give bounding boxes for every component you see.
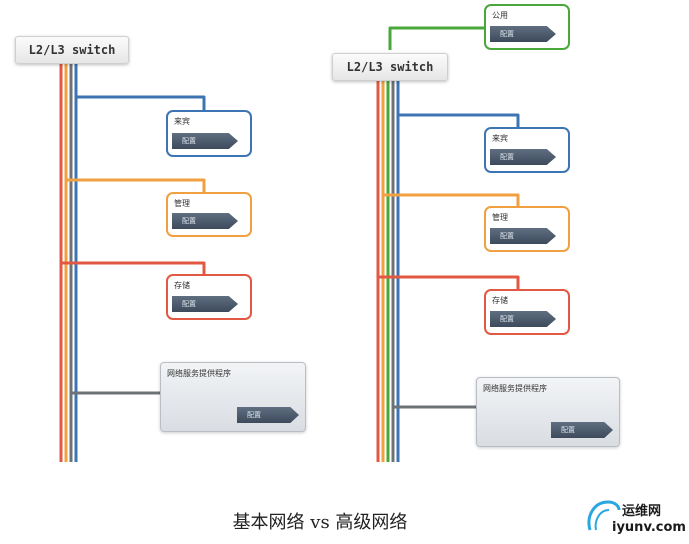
diagram-caption: 基本网络 vs 高级网络 xyxy=(232,512,408,533)
basic-network-management-configure-button[interactable]: 配置 xyxy=(172,213,238,229)
advanced-branch-public xyxy=(388,26,486,50)
basic-network-storage-configure-button[interactable]: 配置 xyxy=(172,296,238,312)
basic-network-storage-label: 存储 xyxy=(174,281,190,290)
advanced-trunk-lines xyxy=(376,80,400,462)
advanced-provider-configure-button[interactable]: 配置 xyxy=(551,422,613,438)
watermark-name: 运维网 xyxy=(622,504,662,519)
advanced-network-management[interactable]: 管理 配置 xyxy=(484,206,570,252)
basic-branch-lines xyxy=(61,95,206,395)
advanced-network-guest-configure-button[interactable]: 配置 xyxy=(490,149,556,165)
advanced-network-guest-label: 来宾 xyxy=(492,134,508,143)
watermark-logo: 运维网 iyunv.com xyxy=(582,496,686,540)
advanced-branch-guest xyxy=(398,113,520,129)
advanced-provider-label: 网络服务提供程序 xyxy=(483,384,547,393)
advanced-network-management-label: 管理 xyxy=(492,213,508,222)
advanced-network-public[interactable]: 公用 配置 xyxy=(484,4,570,50)
basic-branch-management xyxy=(66,178,206,194)
basic-network-guest-label: 来宾 xyxy=(174,117,190,126)
advanced-branch-storage xyxy=(378,275,520,291)
advanced-network-public-label: 公用 xyxy=(492,11,508,20)
advanced-switch: L2/L3 switch xyxy=(332,53,448,81)
advanced-network-storage-label: 存储 xyxy=(492,296,508,305)
basic-branch-guest xyxy=(76,95,206,112)
advanced-network-public-configure-button[interactable]: 配置 xyxy=(490,26,556,42)
basic-branch-storage xyxy=(61,261,206,276)
basic-network-management-label: 管理 xyxy=(174,199,190,208)
advanced-network-management-configure-button[interactable]: 配置 xyxy=(490,228,556,244)
basic-switch: L2/L3 switch xyxy=(15,36,129,64)
basic-network-guest[interactable]: 来宾 配置 xyxy=(166,110,252,157)
advanced-network-guest[interactable]: 来宾 配置 xyxy=(484,127,570,173)
basic-provider-label: 网络服务提供程序 xyxy=(167,369,231,378)
basic-provider-configure-button[interactable]: 配置 xyxy=(237,407,299,423)
advanced-branch-management xyxy=(383,193,520,208)
advanced-network-service-provider[interactable]: 网络服务提供程序 配置 xyxy=(476,377,620,447)
basic-network-guest-configure-button[interactable]: 配置 xyxy=(172,133,238,149)
basic-switch-label: L2/L3 switch xyxy=(28,43,116,57)
basic-network-management[interactable]: 管理 配置 xyxy=(166,192,252,237)
advanced-branch-lines xyxy=(378,26,520,409)
basic-network-service-provider[interactable]: 网络服务提供程序 配置 xyxy=(160,362,306,432)
basic-network-storage[interactable]: 存储 配置 xyxy=(166,274,252,320)
watermark-url: iyunv.com xyxy=(612,520,686,535)
advanced-network-storage-configure-button[interactable]: 配置 xyxy=(490,311,556,327)
watermark-swirl-icon xyxy=(587,500,621,531)
advanced-network-storage[interactable]: 存储 配置 xyxy=(484,289,570,335)
advanced-switch-label: L2/L3 switch xyxy=(346,60,434,74)
